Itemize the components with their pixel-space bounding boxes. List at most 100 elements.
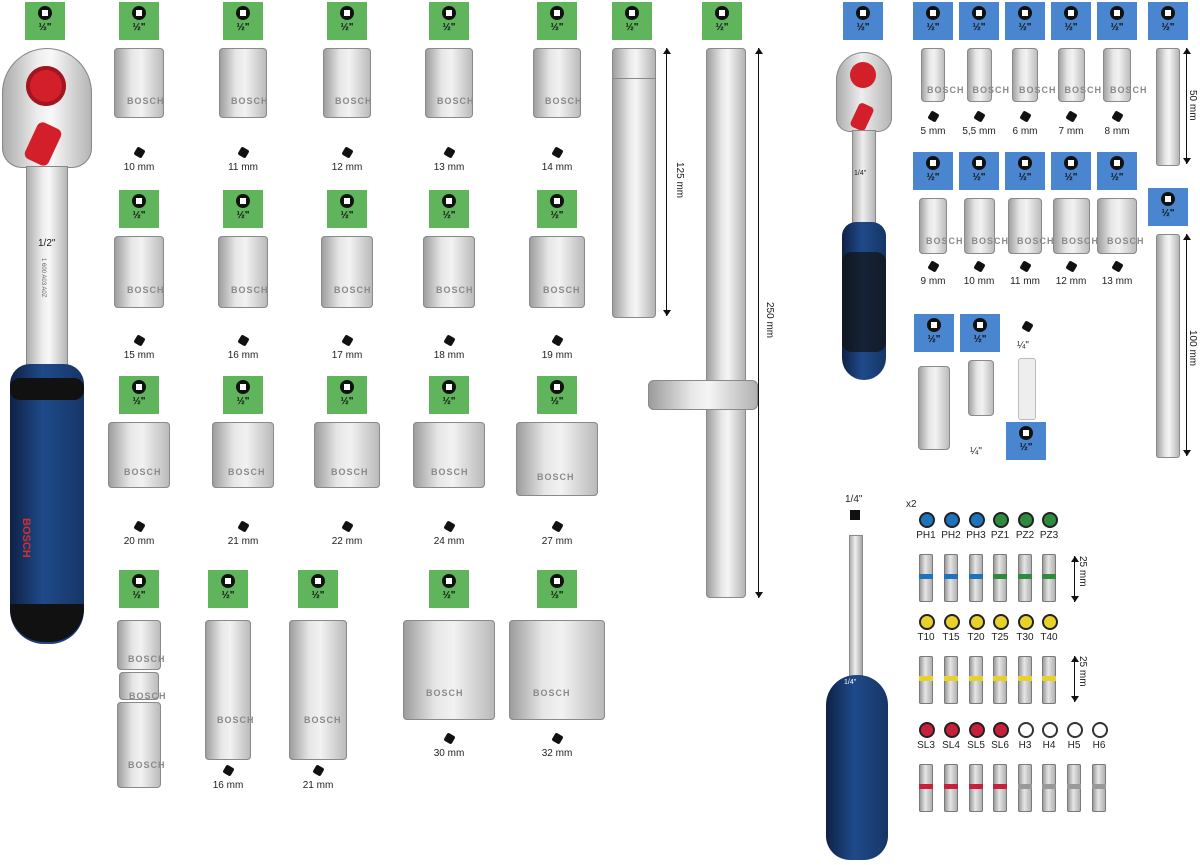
drive-badge-quarter: ½" <box>1148 188 1188 226</box>
socket-brand: BOSCH <box>545 96 583 106</box>
extension-length-label: 100 mm <box>1187 330 1198 367</box>
socket: BOSCH <box>509 620 605 720</box>
drive-badge-quarter: ½" <box>1097 152 1137 190</box>
bit-label: T40 <box>1040 632 1058 643</box>
drive-size-label: ½" <box>132 396 146 407</box>
square-drive-icon <box>972 6 986 20</box>
drive-size-label: ½" <box>340 210 354 221</box>
socket-size-label: 22 mm <box>331 536 363 547</box>
square-drive-icon <box>927 318 941 332</box>
dimension-line <box>663 48 671 316</box>
square-drive-icon <box>132 6 146 20</box>
square-drive-icon <box>926 6 940 20</box>
drive-size-label: ½" <box>550 396 564 407</box>
square-drive-icon <box>973 318 987 332</box>
socket-brand: BOSCH <box>426 688 464 698</box>
bit-label: H3 <box>1018 740 1032 751</box>
socket: BOSCH <box>323 48 372 118</box>
bit-tip-icon <box>969 512 985 528</box>
hex-icon <box>133 146 146 159</box>
drive-badge-quarter: ½" <box>913 152 953 190</box>
drive-badge-half: ½" <box>119 190 159 228</box>
drive-badge-half: ½" <box>223 190 263 228</box>
square-drive-icon <box>221 574 235 588</box>
bit-length-label: 25 mm <box>1077 556 1088 587</box>
dimension-line <box>1071 656 1079 702</box>
hex-icon <box>551 520 564 533</box>
hex-adapter <box>1018 358 1036 420</box>
square-drive-icon <box>340 194 354 208</box>
bit-tip-icon <box>1092 722 1108 738</box>
drive-badge-quarter: ½" <box>1148 2 1188 40</box>
socket-size-label: 7 mm <box>1058 126 1084 137</box>
drive-size-label: ½" <box>132 210 146 221</box>
drive-size-label: ½" <box>132 590 146 601</box>
extension-bar-50 <box>1156 48 1180 166</box>
square-drive-icon <box>850 510 860 520</box>
hex-icon <box>1019 110 1032 123</box>
drive-badge-quarter: ½" <box>913 2 953 40</box>
drive-size-label: ½" <box>340 22 354 33</box>
bit-tip-icon <box>1018 614 1034 630</box>
square-drive-icon <box>1161 6 1175 20</box>
socket: BOSCH <box>218 236 268 308</box>
socket-size-label: 16 mm <box>227 350 259 361</box>
square-drive-icon <box>236 380 250 394</box>
bit-label: PH3 <box>966 530 986 541</box>
dimension-line <box>755 48 763 598</box>
drive-badge-half: ½" <box>429 376 469 414</box>
drive-size-label: ½" <box>550 590 564 601</box>
bit-label: PH1 <box>916 530 936 541</box>
socket-brand: BOSCH <box>128 760 166 770</box>
square-drive-icon <box>1018 6 1032 20</box>
drive-size-label: ½" <box>132 22 146 33</box>
drive-badge-quarter: ½" <box>843 2 883 40</box>
brand-logo: BOSCH <box>20 518 32 558</box>
bit-tip-icon <box>1018 512 1034 528</box>
bit-screwdriver: 1/4" <box>826 535 888 860</box>
socket-size-label: 32 mm <box>541 748 573 759</box>
square-drive-icon <box>340 6 354 20</box>
socket-brand: BOSCH <box>972 85 1011 95</box>
socket-size-label: 13 mm <box>433 162 465 173</box>
square-drive-icon <box>236 6 250 20</box>
square-drive-icon <box>926 156 940 170</box>
socket: BOSCH <box>117 702 165 788</box>
bit-tip-icon <box>944 614 960 630</box>
socket-brand: BOSCH <box>1107 236 1145 246</box>
drive-badge-half: ½" <box>327 2 367 40</box>
socket-brand: BOSCH <box>543 285 581 295</box>
bit-length-label: 25 mm <box>1077 656 1088 687</box>
drive-size-label: ½" <box>926 22 940 33</box>
square-drive-icon <box>236 194 250 208</box>
dimension-line <box>1183 234 1191 456</box>
socket: BOSCH <box>314 422 380 488</box>
socket-brand: BOSCH <box>228 467 266 477</box>
drive-badge-quarter: ½" <box>960 314 1000 352</box>
extension-length-label: 250 mm <box>764 302 775 339</box>
socket-size-label: 24 mm <box>433 536 465 547</box>
socket-brand: BOSCH <box>1110 85 1148 95</box>
bit <box>1018 764 1032 812</box>
drive-size-label: ½" <box>442 396 456 407</box>
socket: BOSCH <box>219 48 268 118</box>
driver-handle-label: 1/4" <box>844 679 857 686</box>
socket-brand: BOSCH <box>304 715 342 725</box>
bit-tip-icon <box>969 722 985 738</box>
square-drive-icon <box>1064 6 1078 20</box>
socket-size-label: 30 mm <box>433 748 465 759</box>
bit-tip-icon <box>1042 722 1058 738</box>
bit-tip-icon <box>969 614 985 630</box>
socket-brand: BOSCH <box>971 236 1010 246</box>
bit-label: SL6 <box>991 740 1009 751</box>
drive-badge-quarter: ½" <box>1005 152 1045 190</box>
socket: BOSCH <box>1012 48 1056 102</box>
drive-badge-half: ½" <box>223 2 263 40</box>
drive-badge-quarter: ½" <box>1051 152 1091 190</box>
socket-size-label: 14 mm <box>541 162 573 173</box>
socket-size-label: 11 mm <box>228 162 258 173</box>
drive-size-label: ½" <box>340 396 354 407</box>
hex-icon <box>973 110 986 123</box>
drive-size-label: ½" <box>550 210 564 221</box>
hex-icon <box>1065 260 1078 273</box>
